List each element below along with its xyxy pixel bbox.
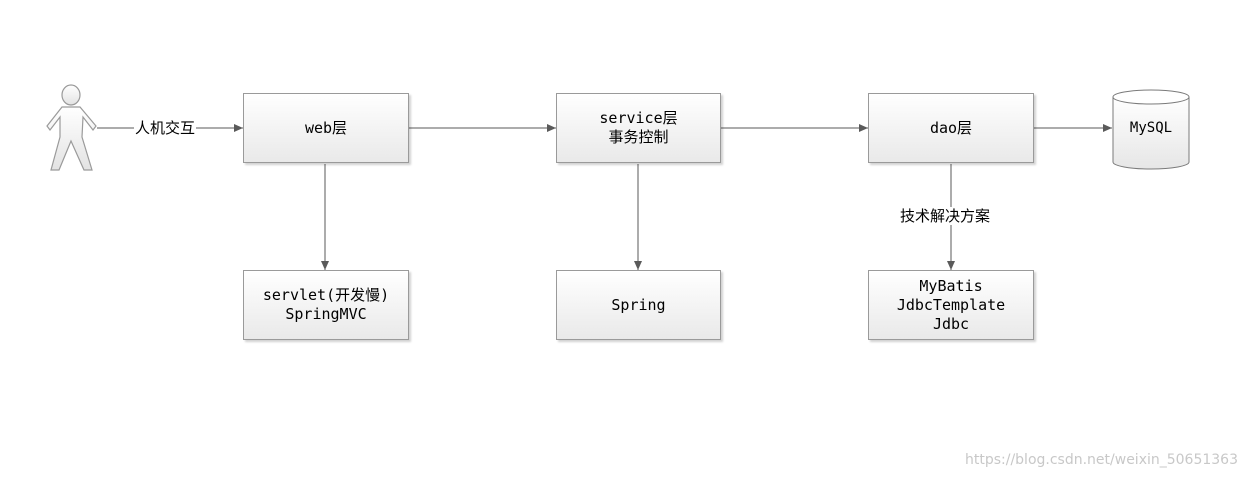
edge-label-tech-solution: 技术解决方案 — [899, 207, 992, 225]
service-layer-box: service层 事务控制 — [556, 93, 721, 163]
dao-tech-line1: MyBatis — [919, 276, 983, 295]
database-cylinder-icon — [1112, 89, 1190, 170]
web-layer-box: web层 — [243, 93, 409, 163]
web-layer-label: web层 — [304, 118, 348, 137]
dao-tech-line3: Jdbc — [932, 314, 970, 333]
service-layer-label: service层 — [599, 109, 678, 127]
service-tech-label: Spring — [611, 295, 666, 314]
service-layer-sublabel: 事务控制 — [608, 128, 669, 146]
mysql-label: MySQL — [1129, 120, 1173, 136]
web-tech-line1: servlet(开发慢) — [262, 286, 390, 304]
user-actor-icon — [46, 84, 97, 171]
web-tech-line2: SpringMVC — [285, 305, 367, 323]
web-tech-box: servlet(开发慢) SpringMVC — [243, 270, 409, 340]
service-tech-box: Spring — [556, 270, 721, 340]
dao-tech-line2: JdbcTemplate — [896, 295, 1006, 314]
dao-tech-box: MyBatis JdbcTemplate Jdbc — [868, 270, 1034, 340]
dao-layer-box: dao层 — [868, 93, 1034, 163]
edge-label-human-interaction: 人机交互 — [134, 119, 197, 137]
watermark: https://blog.csdn.net/weixin_50651363 — [964, 452, 1238, 468]
dao-layer-label: dao层 — [929, 118, 973, 137]
